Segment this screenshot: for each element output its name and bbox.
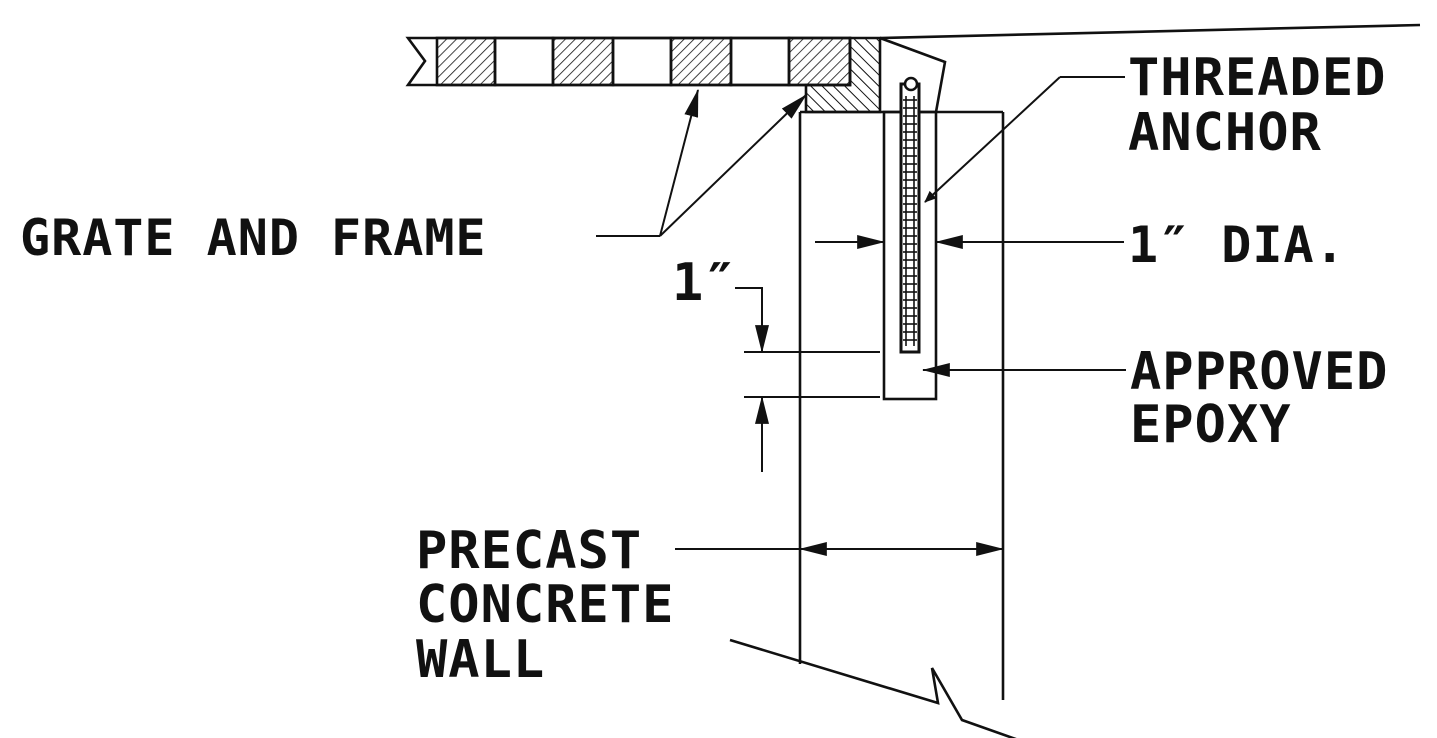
- label-wall: WALL: [416, 630, 545, 690]
- label-epoxy: EPOXY: [1130, 395, 1292, 455]
- grate: [405, 36, 852, 87]
- label-threaded: THREADED: [1128, 48, 1386, 108]
- leaders: [596, 76, 1126, 556]
- label-anchor: ANCHOR: [1128, 103, 1322, 163]
- label-grate-and-frame: GRATE AND FRAME: [20, 209, 487, 267]
- label-dia: 1″ DIA.: [1128, 216, 1346, 274]
- frame-angle: [804, 23, 1421, 114]
- label-concrete: CONCRETE: [416, 575, 674, 635]
- label-one-inch: 1″: [672, 253, 737, 313]
- threaded-anchor: [899, 76, 921, 354]
- label-approved: APPROVED: [1130, 342, 1388, 402]
- label-precast: PRECAST: [416, 521, 642, 581]
